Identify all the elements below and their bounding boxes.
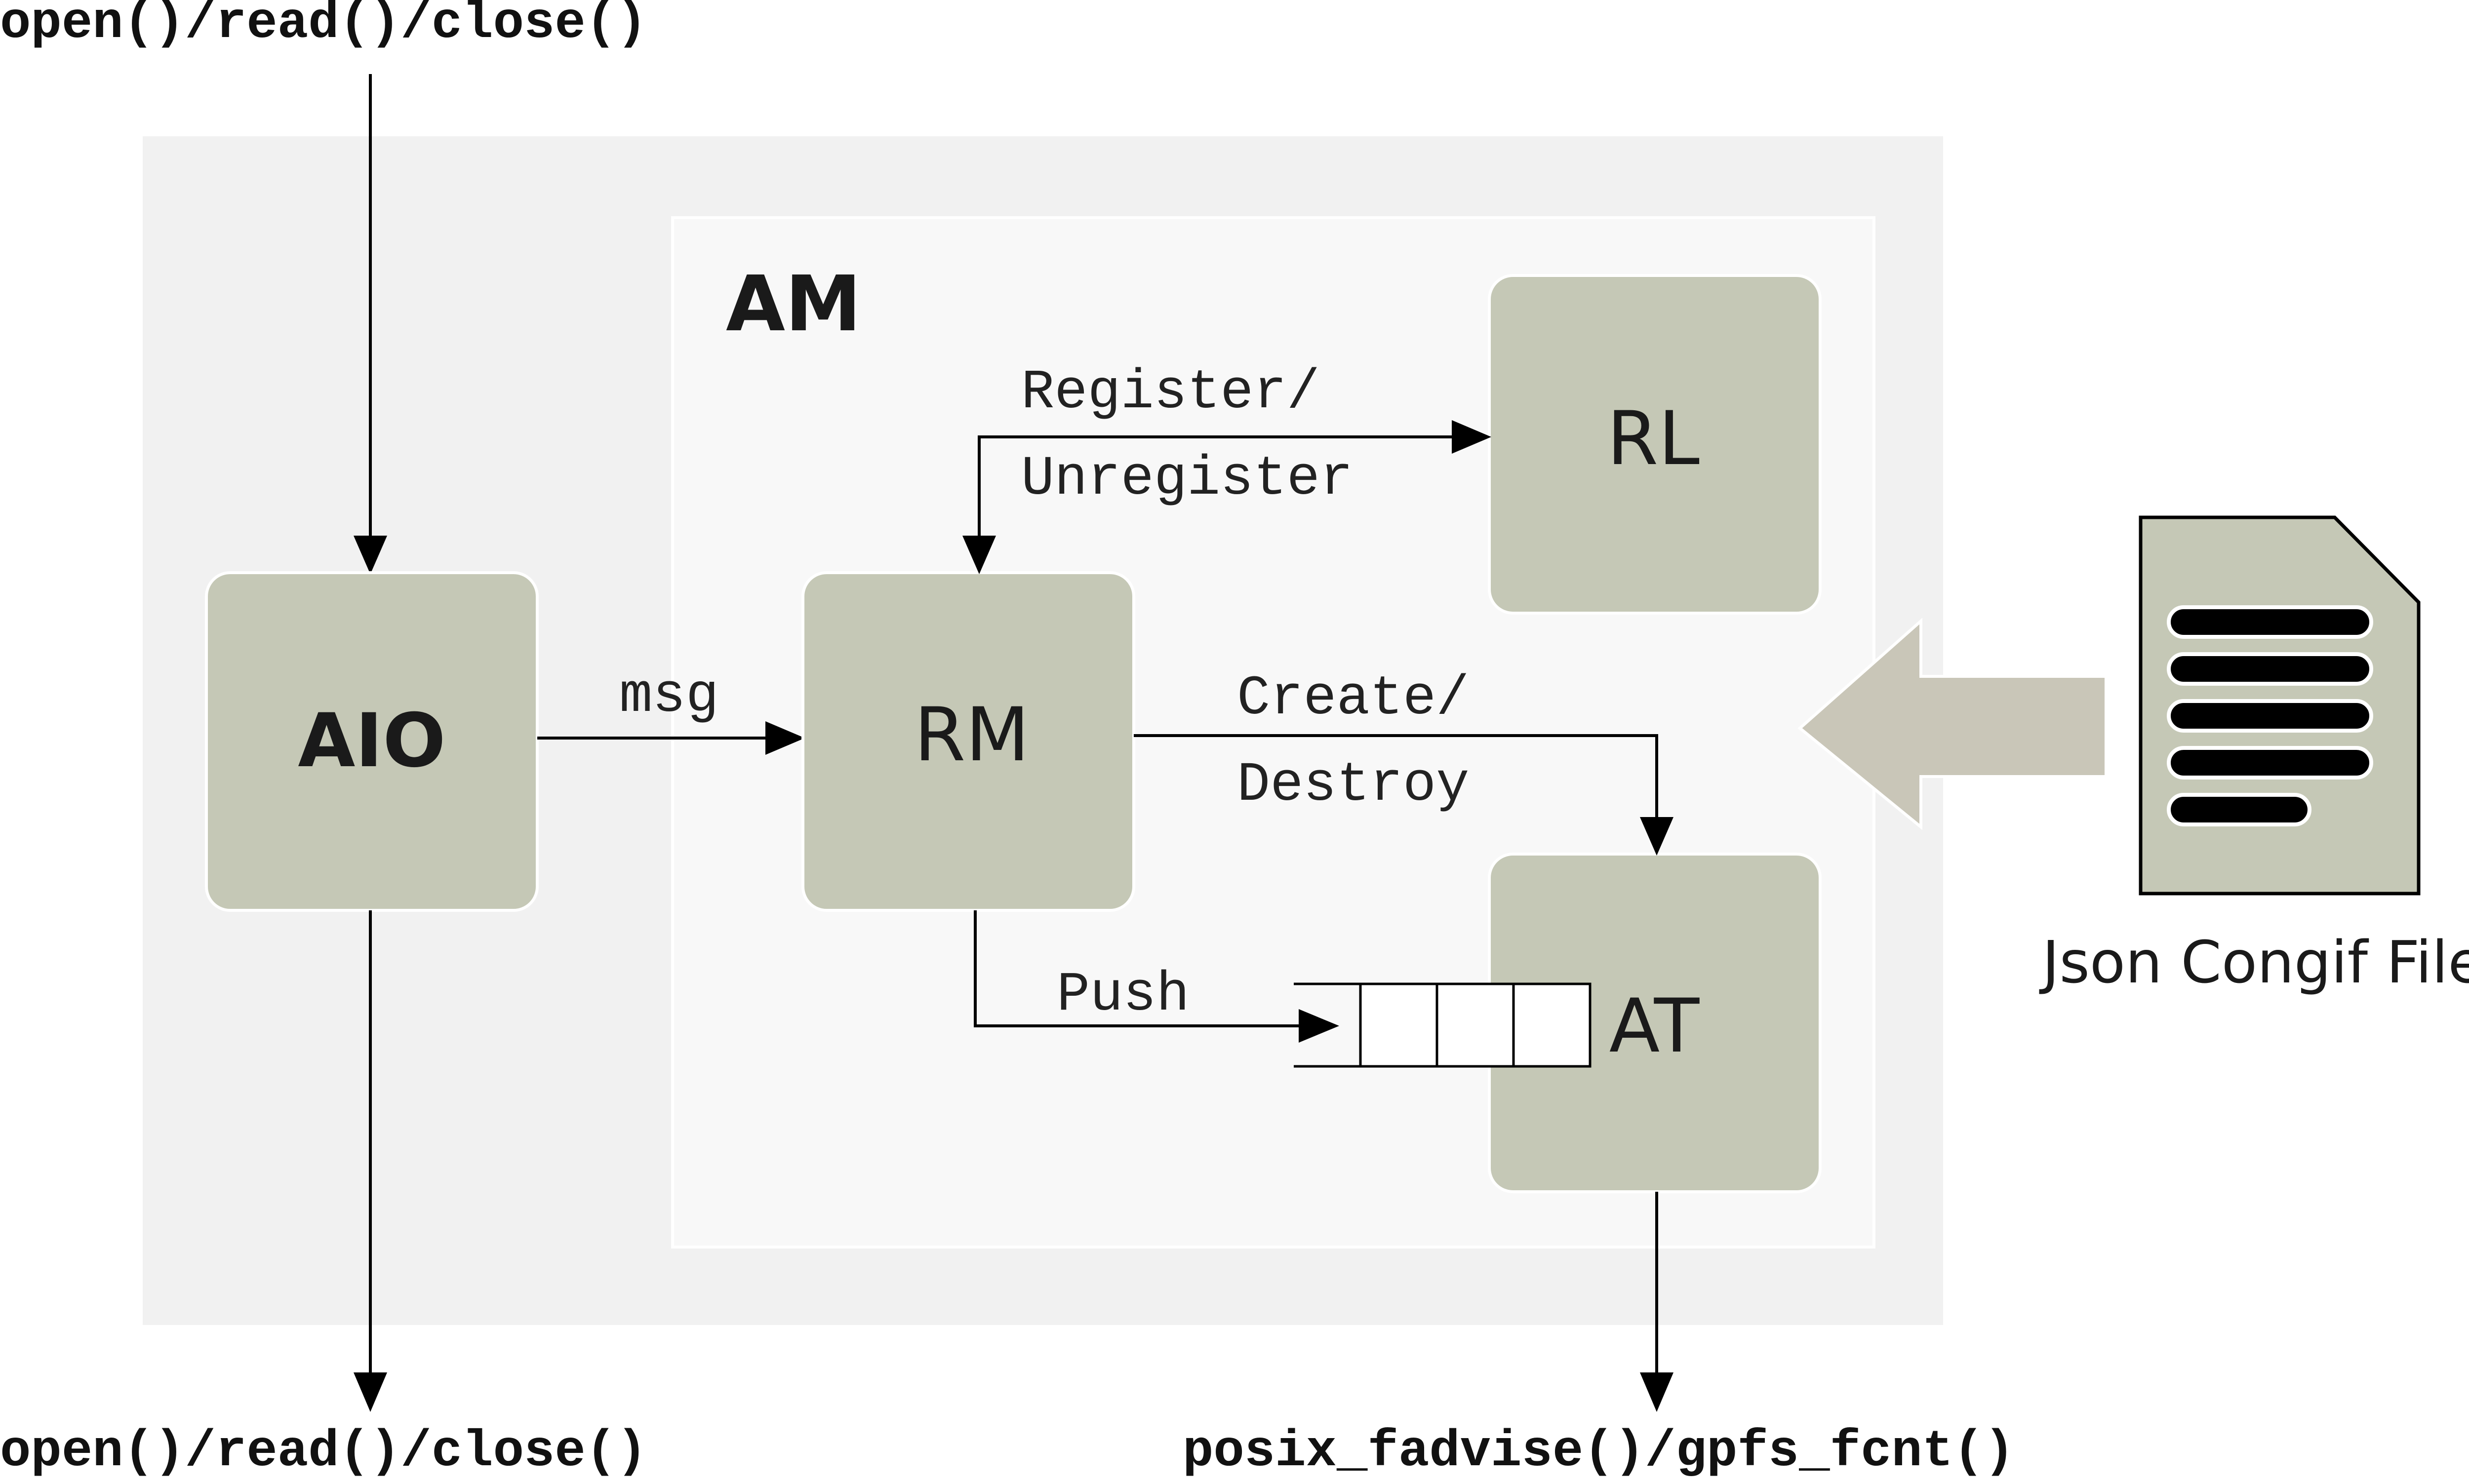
config-file-icon xyxy=(2139,515,2421,896)
am-title: AM xyxy=(726,259,861,349)
bottom-left-io-label: open()/read()/close() xyxy=(0,1423,647,1481)
config-input-arrow-icon xyxy=(1797,618,2108,830)
rm-label: RM xyxy=(914,692,1030,778)
create-label-line1: Create/ xyxy=(1237,667,1469,730)
msg-label: msg xyxy=(619,665,719,728)
create-label-line2: Destroy xyxy=(1237,754,1469,817)
queue-slot xyxy=(1359,982,1438,1068)
push-arrowhead xyxy=(1299,1009,1339,1043)
config-file-label: Json Congif File xyxy=(2039,928,2469,996)
queue xyxy=(1294,982,1592,1068)
arrowhead-out-of-aio xyxy=(354,1372,387,1412)
create-arrow xyxy=(1134,734,1658,822)
queue-slot xyxy=(1512,982,1592,1068)
top-io-label: open()/read()/close() xyxy=(0,0,647,53)
at-label: AT xyxy=(1609,983,1700,1069)
bottom-right-io-label: posix_fadvise()/gpfs_fcnt() xyxy=(1183,1423,2015,1481)
register-arrowhead-right xyxy=(1452,420,1491,454)
msg-arrowhead xyxy=(765,721,805,755)
register-arrowhead-down xyxy=(962,536,996,574)
register-label-line1: Register/ xyxy=(1021,361,1320,424)
rm-block xyxy=(801,571,1135,912)
register-label-line2: Unregister xyxy=(1021,448,1353,510)
create-arrowhead xyxy=(1640,817,1673,856)
push-arrow xyxy=(974,910,1304,1027)
arrowhead-into-aio xyxy=(354,536,387,574)
rl-block xyxy=(1488,274,1822,615)
push-label: Push xyxy=(1057,964,1190,1026)
queue-slot xyxy=(1435,982,1515,1068)
arrowhead-out-of-at xyxy=(1640,1372,1673,1412)
aio-label: AIO xyxy=(298,698,445,784)
register-arrow xyxy=(978,435,1457,541)
rl-label: RL xyxy=(1607,396,1700,482)
